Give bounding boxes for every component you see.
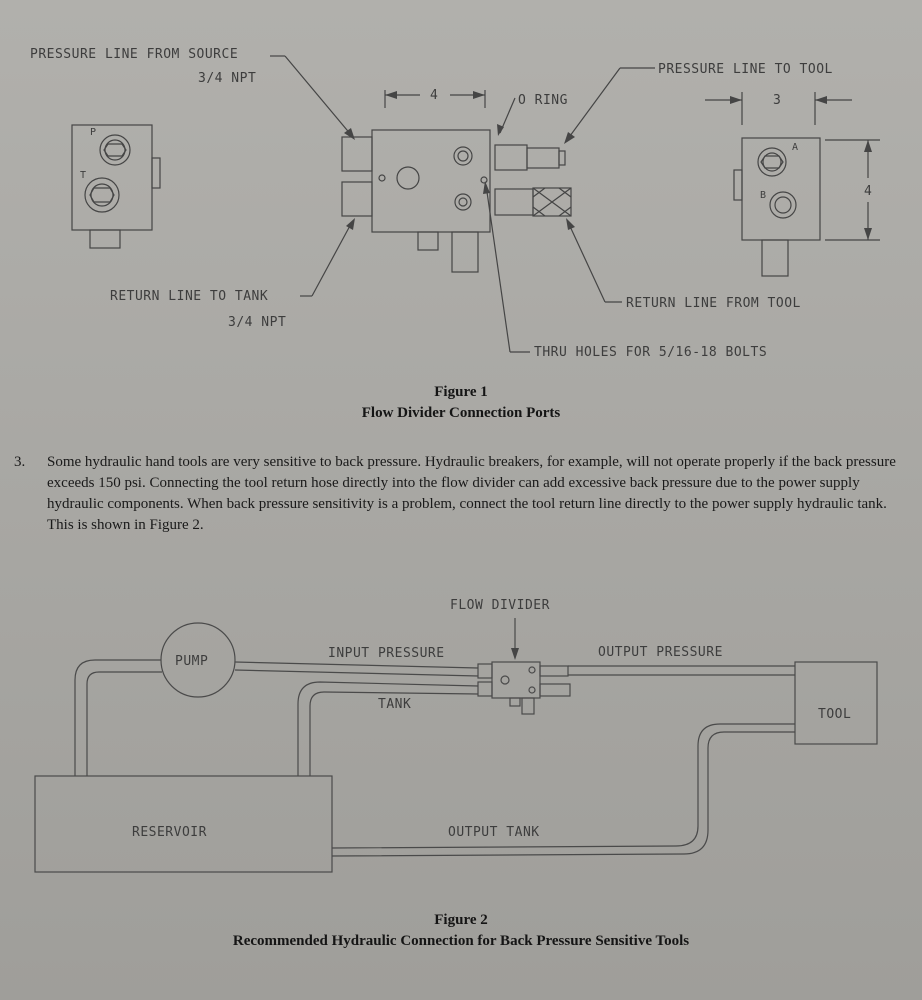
port-a-label: A: [792, 142, 798, 153]
figure1-caption-title: Figure 1: [434, 384, 488, 400]
pressure-from-source-label: PRESSURE LINE FROM SOURCE: [30, 47, 238, 62]
flow-divider-label: FLOW DIVIDER: [450, 598, 550, 613]
pump-label: PUMP: [175, 654, 208, 669]
step-text: Some hydraulic hand tools are very sensi…: [47, 454, 896, 533]
right-side-view: A B 3 4: [705, 92, 880, 277]
figure2-caption-title: Figure 2: [434, 912, 488, 928]
o-ring-label: O RING: [518, 93, 568, 108]
pressure-to-tool-label: PRESSURE LINE TO TOOL: [658, 62, 833, 77]
input-pressure-pipe: [234, 661, 479, 677]
dim-4-label: 4: [430, 88, 438, 103]
figure2-caption-subtitle: Recommended Hydraulic Connection for Bac…: [232, 933, 690, 949]
pump-suction-pipe: [74, 659, 162, 776]
center-front-view: 4: [341, 88, 572, 273]
output-tank-pipe: [331, 723, 795, 857]
port-b-label: B: [760, 190, 766, 201]
return-from-tool-label: RETURN LINE FROM TOOL: [626, 296, 801, 311]
output-pressure-label: OUTPUT PRESSURE: [598, 645, 723, 660]
figure1-caption: Figure 1 Flow Divider Connection Ports: [0, 382, 922, 424]
tool-box: [794, 661, 878, 745]
step-number: 3.: [14, 454, 26, 470]
tank-label: TANK: [378, 697, 411, 712]
left-side-view: P T: [71, 124, 161, 249]
figure2-caption: Figure 2 Recommended Hydraulic Connectio…: [0, 910, 922, 952]
leader-lines: [270, 55, 655, 353]
reservoir-box: [34, 775, 333, 873]
output-tank-label: OUTPUT TANK: [448, 825, 540, 840]
npt-bottom-label: 3/4 NPT: [228, 315, 286, 330]
figure1-drawing: P T: [30, 47, 880, 360]
dim-3-label: 3: [773, 93, 781, 108]
reservoir-label: RESERVOIR: [132, 825, 207, 840]
flow-divider-symbol: [477, 618, 571, 715]
npt-top-label: 3/4 NPT: [198, 71, 256, 86]
tool-label: TOOL: [818, 707, 851, 722]
tank-return-pipe: [297, 681, 479, 776]
return-to-tank-label: RETURN LINE TO TANK: [110, 289, 268, 304]
port-p-label: P: [90, 127, 96, 138]
dim-4-vertical-label: 4: [864, 184, 872, 199]
figure1-caption-subtitle: Flow Divider Connection Ports: [361, 405, 561, 421]
port-t-label: T: [80, 170, 86, 181]
input-pressure-label: INPUT PRESSURE: [328, 646, 445, 661]
output-pressure-pipe: [568, 665, 795, 676]
thru-holes-label: THRU HOLES FOR 5/16-18 BOLTS: [534, 345, 767, 360]
